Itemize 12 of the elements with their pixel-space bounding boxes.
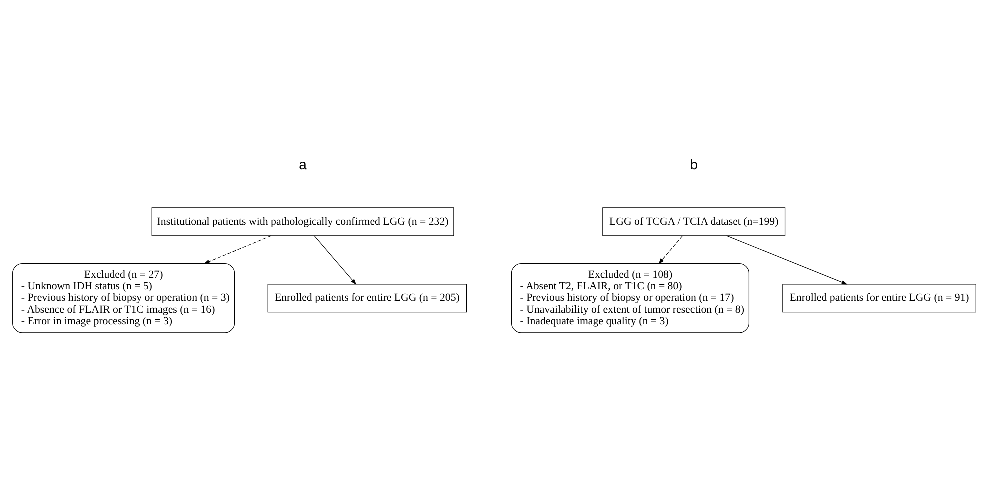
arrow <box>658 235 684 264</box>
arrow <box>726 235 848 284</box>
node-box: Institutional patients with pathologically confirmed LGG (n = 232) <box>152 207 454 236</box>
node-box: Enrolled patients for entire LGG (n = 91) <box>782 284 976 312</box>
arrow <box>204 235 272 264</box>
node-box: Excluded (n = 27) - Unknown IDH status (n = 5) - Previous history of biopsy or operation (n = 3) - Absence of FLAIR or T1C images (n = 16) - Error in image processing (n = 3) <box>12 263 236 333</box>
arrow <box>314 235 357 285</box>
node-box: Enrolled patients for entire LGG (n = 205) <box>268 284 468 312</box>
label: b <box>690 156 698 172</box>
label: a <box>299 156 307 172</box>
node-box: Excluded (n = 108) - Absent T2, FLAIR, or T1C (n = 80) - Previous history of biopsy or operation (n = 17) - Unavailability of extent of tumor resection (n = 8) - Inadequate image quality (n = 3) <box>511 263 750 333</box>
node-box: LGG of TCGA / TCIA dataset (n=199) <box>602 207 786 236</box>
